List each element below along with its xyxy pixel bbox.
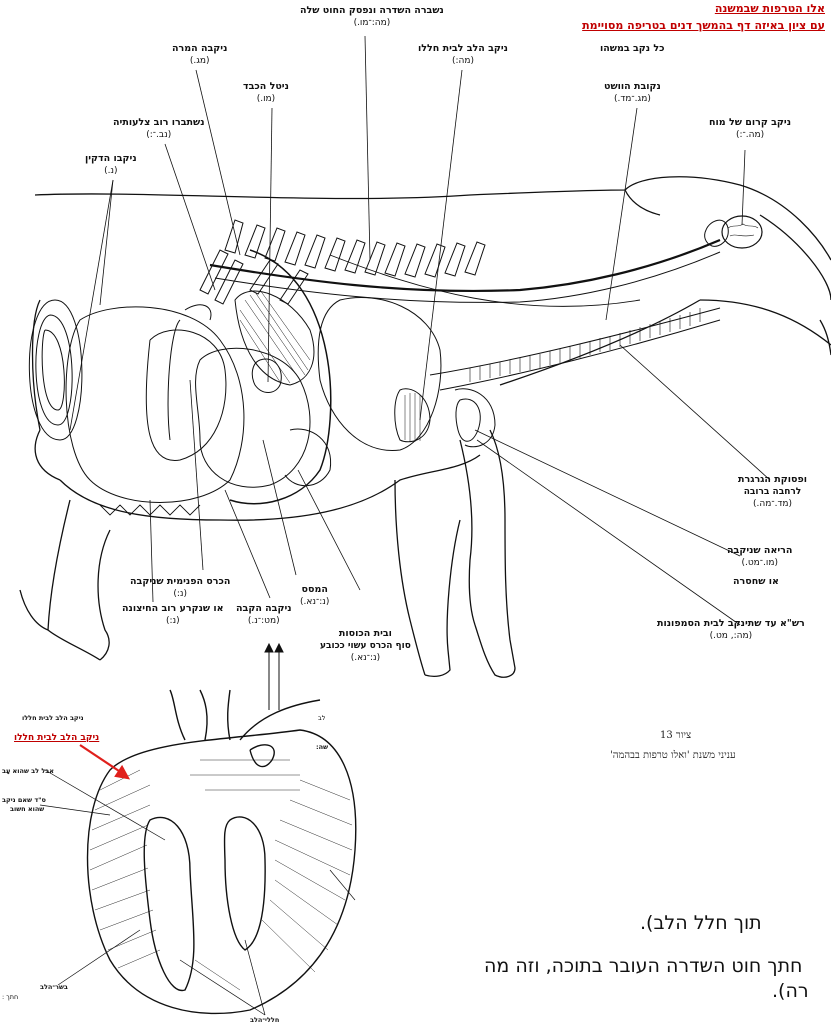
label-intestines-title: ניקבו הדקין bbox=[85, 153, 137, 164]
label-omasum-title: המסס bbox=[302, 584, 328, 595]
label-gullet-title: נקובת הוושט bbox=[604, 81, 661, 92]
label-reticulum-title2: סוף הכרס עשוי ככובע bbox=[320, 640, 411, 652]
body-text-line1: תוך חלל הלב). bbox=[640, 912, 762, 934]
label-inner-rumen: הכרס הפנימית שניקבה (נ:) bbox=[130, 576, 230, 600]
label-gallbladder: ניקבה המרה (מג.) bbox=[172, 43, 227, 67]
label-lung-missing: או שחסרה bbox=[733, 576, 779, 588]
label-reticulum-title: ובית הכוסות bbox=[339, 628, 392, 639]
heart-inset-right-top: לב bbox=[318, 714, 325, 722]
label-windpipe-title: ופסוקת הגרגרת bbox=[738, 474, 807, 485]
label-outer-rumen-title: או שנקרע רוב החיצונה bbox=[122, 603, 224, 614]
label-gullet-ref: (מג.־מד.) bbox=[604, 93, 661, 105]
heart-inset-chambers-label: חללי־הלב bbox=[250, 1016, 279, 1024]
label-windpipe: ופסוקת הגרגרת לרחבה ברובה (מד.־מה.) bbox=[738, 474, 807, 510]
heart-inset-section-label: חתך : bbox=[2, 993, 18, 1001]
label-abomasum: ניקבה הקבה (מט:־נ.) bbox=[236, 603, 292, 627]
body-text-line3: רה). bbox=[772, 980, 809, 1002]
label-ribs-title: נשתברו רוב צלעותיה bbox=[113, 117, 205, 128]
label-heart-chamber-ref: (מה:) bbox=[418, 55, 508, 67]
label-inner-rumen-ref: (נ:) bbox=[130, 588, 230, 600]
label-windpipe-ref: (מד.־מה.) bbox=[738, 498, 807, 510]
figure-caption: עניני משנת 'ואלו טרפות בבהמה' bbox=[610, 750, 736, 761]
label-outer-rumen: או שנקרע רוב החיצונה (נ:) bbox=[122, 603, 224, 627]
label-brain-title: ניקב קרום של מוח bbox=[709, 117, 791, 128]
heart-inset-note2: ס"ד שאם ניקב bbox=[2, 796, 46, 804]
label-bronchi-title: רש"א עד שתינקב לבית הסמפונות bbox=[657, 618, 805, 629]
label-bronchi: רש"א עד שתינקב לבית הסמפונות (מה:, מט.) bbox=[657, 618, 805, 642]
label-omasum: המסס (נ:־נא.) bbox=[300, 584, 329, 608]
label-gullet: נקובת הוושט (מג.־מד.) bbox=[604, 81, 661, 105]
label-lung-missing-title: או שחסרה bbox=[733, 576, 779, 587]
heart-inset-muscle-label: בשר־הלב bbox=[40, 983, 68, 991]
label-heart-chamber: ניקב הלב לבית חללו (מה:) bbox=[418, 43, 508, 67]
heart-inset-note1: אבל לב שהוא עָב bbox=[2, 767, 54, 775]
label-lung-title: הריאה שניקבה bbox=[727, 545, 792, 556]
label-outer-rumen-ref: (נ:) bbox=[122, 615, 224, 627]
label-lung: הריאה שניקבה (מו.־מט.) bbox=[727, 545, 792, 569]
heart-inset-top-label: ניקב הלב לבית חללו bbox=[22, 714, 84, 722]
label-gallbladder-ref: (מג.) bbox=[172, 55, 227, 67]
label-spine-broken: נשברה השדרה ונפסק החוט שלה (מה:־מו.) bbox=[300, 5, 444, 29]
label-ribs-ref: (נב.־:) bbox=[113, 129, 205, 141]
label-heart-chamber-title: ניקב הלב לבית חללו bbox=[418, 43, 508, 54]
label-omasum-ref: (נ:־נא.) bbox=[300, 596, 329, 608]
label-lung-ref: (מו.־מט.) bbox=[727, 557, 792, 569]
label-inner-rumen-title: הכרס הפנימית שניקבה bbox=[130, 576, 230, 587]
label-any-hole: כל נקב במשהו bbox=[600, 43, 665, 55]
label-spine-broken-ref: (מה:־מו.) bbox=[300, 17, 444, 29]
label-brain-ref: (מה.־:) bbox=[709, 129, 791, 141]
label-bronchi-ref: (מה:, מט.) bbox=[657, 630, 805, 642]
label-intestines-ref: (נ.) bbox=[85, 165, 137, 177]
label-reticulum: ובית הכוסות סוף הכרס עשוי ככובע (נ:־נא.) bbox=[320, 628, 411, 664]
label-any-hole-title: כל נקב במשהו bbox=[600, 43, 665, 54]
label-reticulum-ref: (נ:־נא.) bbox=[320, 652, 411, 664]
heart-inset-drawing bbox=[88, 690, 356, 1013]
label-windpipe-title2: לרחבה ברובה bbox=[738, 486, 807, 498]
body-text-line2: חתך חוט השדרה העובר בתוכה, וזה מה bbox=[484, 955, 802, 977]
heart-inset-note3: שהוא חשוב bbox=[10, 805, 44, 813]
label-intestines: ניקבו הדקין (נ.) bbox=[85, 153, 137, 177]
label-liver-removed-ref: (מו.) bbox=[243, 93, 289, 105]
heart-inset-red-label: ניקב הלב לבית חללו bbox=[14, 733, 99, 743]
label-liver-removed-title: ניטל הכבד bbox=[243, 81, 289, 92]
label-brain: ניקב קרום של מוח (מה.־:) bbox=[709, 117, 791, 141]
figure-number: ציור 13 bbox=[660, 730, 691, 741]
label-abomasum-title: ניקבה הקבה bbox=[236, 603, 292, 614]
label-abomasum-ref: (מט:־נ.) bbox=[236, 615, 292, 627]
label-liver-removed: ניטל הכבד (מו.) bbox=[243, 81, 289, 105]
label-ribs: נשתברו רוב צלעותיה (נב.־:) bbox=[113, 117, 205, 141]
label-gallbladder-title: ניקבה המרה bbox=[172, 43, 227, 54]
heart-inset-right-mid: שה: bbox=[316, 743, 328, 751]
label-spine-broken-title: נשברה השדרה ונפסק החוט שלה bbox=[300, 5, 444, 16]
